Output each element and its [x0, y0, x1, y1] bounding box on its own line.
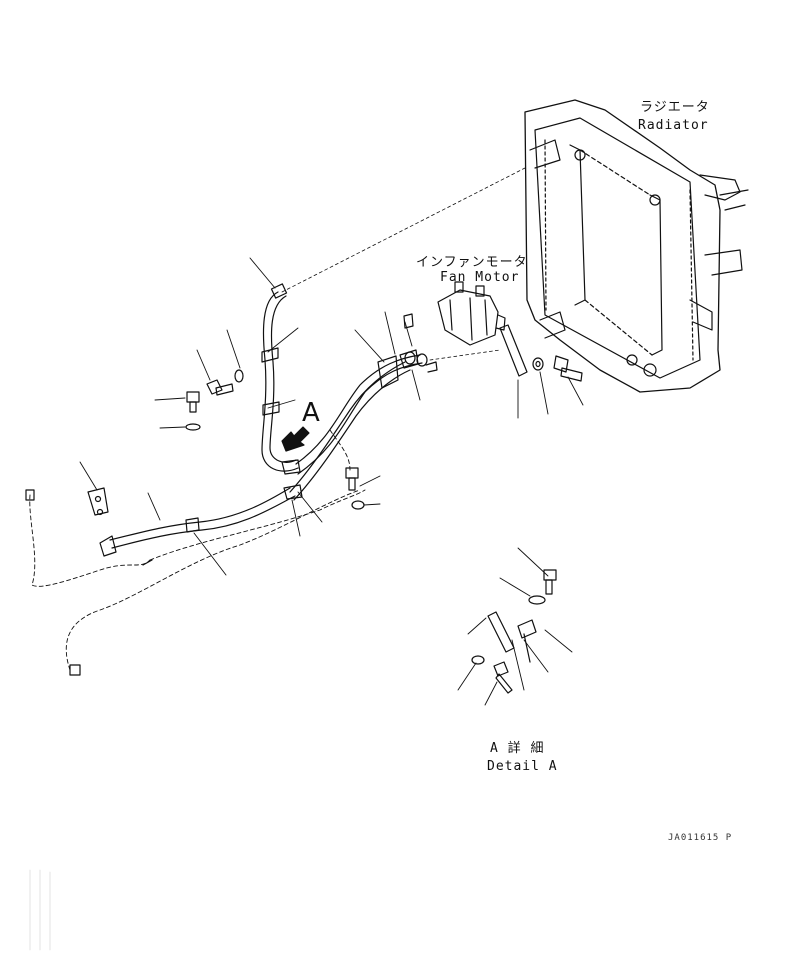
bolt — [206, 379, 234, 396]
washer — [351, 500, 365, 510]
washer — [532, 357, 544, 371]
radiator — [524, 99, 749, 393]
bolt — [345, 467, 359, 491]
drawing-code: JA011615 P — [668, 833, 733, 843]
hose-fitting — [404, 351, 438, 373]
fan-motor-label-en: Fan Motor — [440, 270, 520, 285]
washer — [234, 369, 244, 383]
bolt — [186, 391, 200, 413]
hose-lower — [99, 487, 296, 557]
fan-motor-label-jp: インファンモータ — [416, 255, 528, 270]
hose-end-fitting — [25, 489, 153, 676]
washer — [185, 423, 201, 431]
detail-a-label-en: Detail A — [487, 759, 558, 774]
detail-a-label-jp: A 詳 細 — [490, 741, 545, 756]
pipe-rod — [499, 324, 528, 377]
scan-artifact — [29, 869, 51, 951]
hose-middle — [289, 361, 411, 501]
hidden-hose-routing — [29, 429, 366, 671]
view-arrow — [281, 426, 310, 452]
detail-a-parts — [471, 569, 557, 694]
bolt — [553, 355, 583, 382]
radiator-label-jp: ラジエータ — [640, 100, 710, 115]
bracket — [87, 487, 109, 516]
fan-motor — [437, 281, 506, 346]
callout-leader — [79, 257, 584, 706]
hose-fitting — [403, 313, 414, 329]
view-marker-a: A — [302, 398, 320, 428]
leader-line — [429, 349, 501, 361]
radiator-label-en: Radiator — [638, 118, 709, 133]
